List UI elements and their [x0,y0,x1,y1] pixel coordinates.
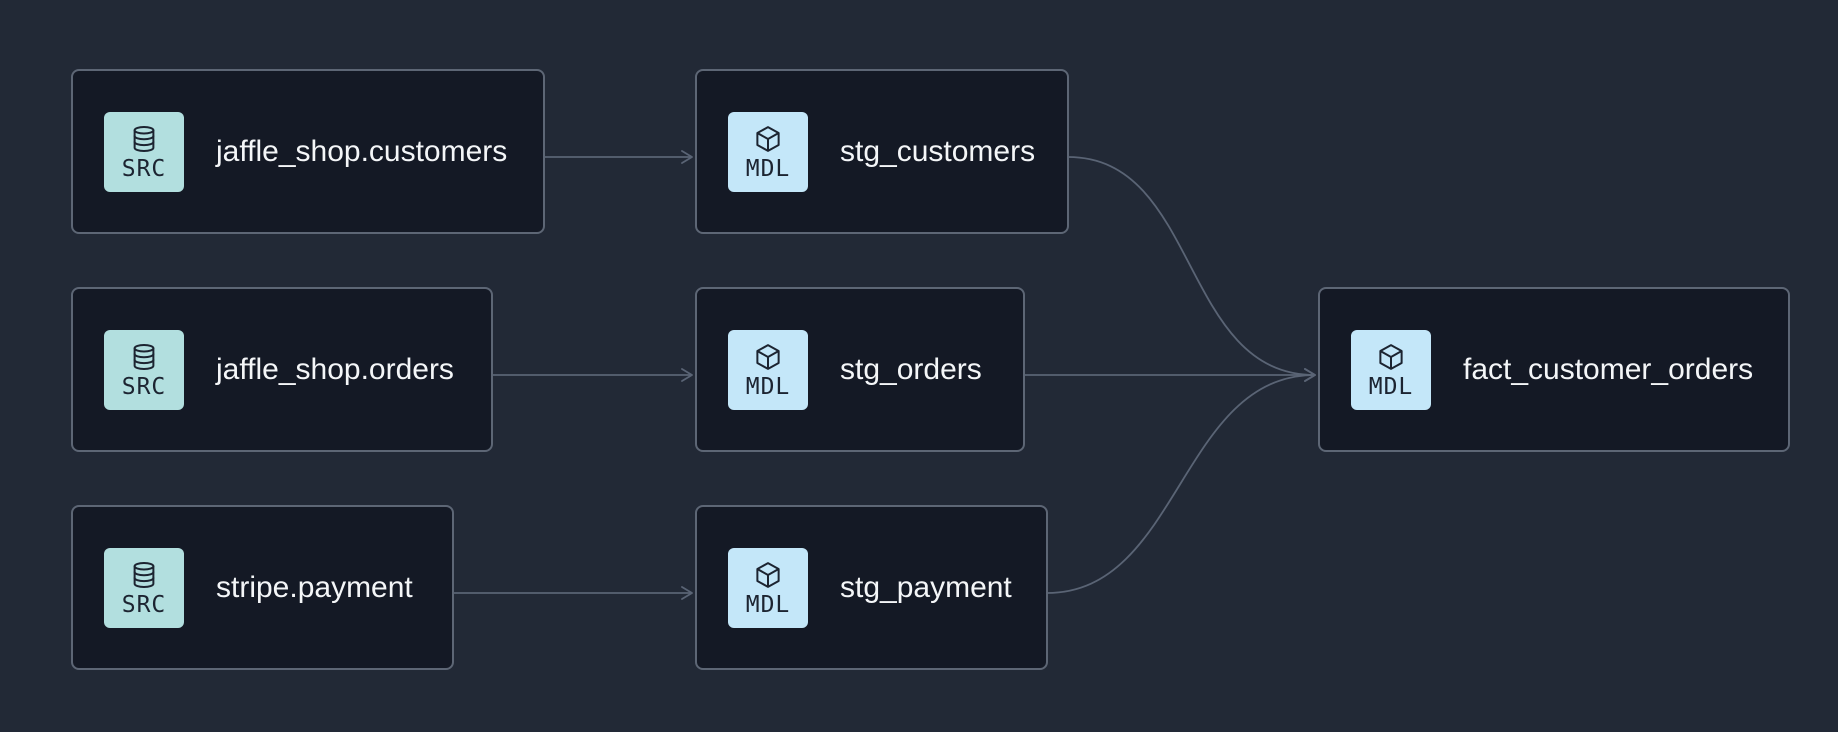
node-jaffle-shop-orders[interactable]: SRC jaffle_shop.orders [71,287,493,452]
edge-stg-payment-to-fact [1046,368,1316,594]
node-label: stripe.payment [216,570,413,604]
badge-kind-label: MDL [745,591,791,618]
badge-kind-label: MDL [745,373,791,400]
cube-icon [756,125,780,152]
badge-kind-label: MDL [745,155,791,182]
mdl-badge: MDL [1351,330,1431,410]
node-stg-payment[interactable]: MDL stg_payment [695,505,1048,670]
edge-stg-customers-to-fact [1067,156,1316,382]
src-badge: SRC [104,548,184,628]
cube-icon [756,343,780,370]
badge-kind-label: SRC [121,155,167,182]
node-stg-orders[interactable]: MDL stg_orders [695,287,1025,452]
node-label: stg_customers [840,134,1036,168]
cube-icon [1379,343,1403,370]
node-jaffle-shop-customers[interactable]: SRC jaffle_shop.customers [71,69,545,234]
node-label: fact_customer_orders [1463,352,1754,386]
node-label: stg_orders [840,352,982,386]
mdl-badge: MDL [728,330,808,410]
node-fact-customer-orders[interactable]: MDL fact_customer_orders [1318,287,1790,452]
database-icon [133,125,155,152]
src-badge: SRC [104,330,184,410]
mdl-badge: MDL [728,112,808,192]
badge-kind-label: SRC [121,373,167,400]
node-stg-customers[interactable]: MDL stg_customers [695,69,1069,234]
node-label: jaffle_shop.customers [216,134,508,168]
badge-kind-label: SRC [121,591,167,618]
node-stripe-payment[interactable]: SRC stripe.payment [71,505,454,670]
mdl-badge: MDL [728,548,808,628]
src-badge: SRC [104,112,184,192]
node-label: stg_payment [840,570,1012,604]
cube-icon [756,561,780,588]
database-icon [133,343,155,370]
badge-kind-label: MDL [1368,373,1414,400]
database-icon [133,561,155,588]
node-label: jaffle_shop.orders [216,352,454,386]
